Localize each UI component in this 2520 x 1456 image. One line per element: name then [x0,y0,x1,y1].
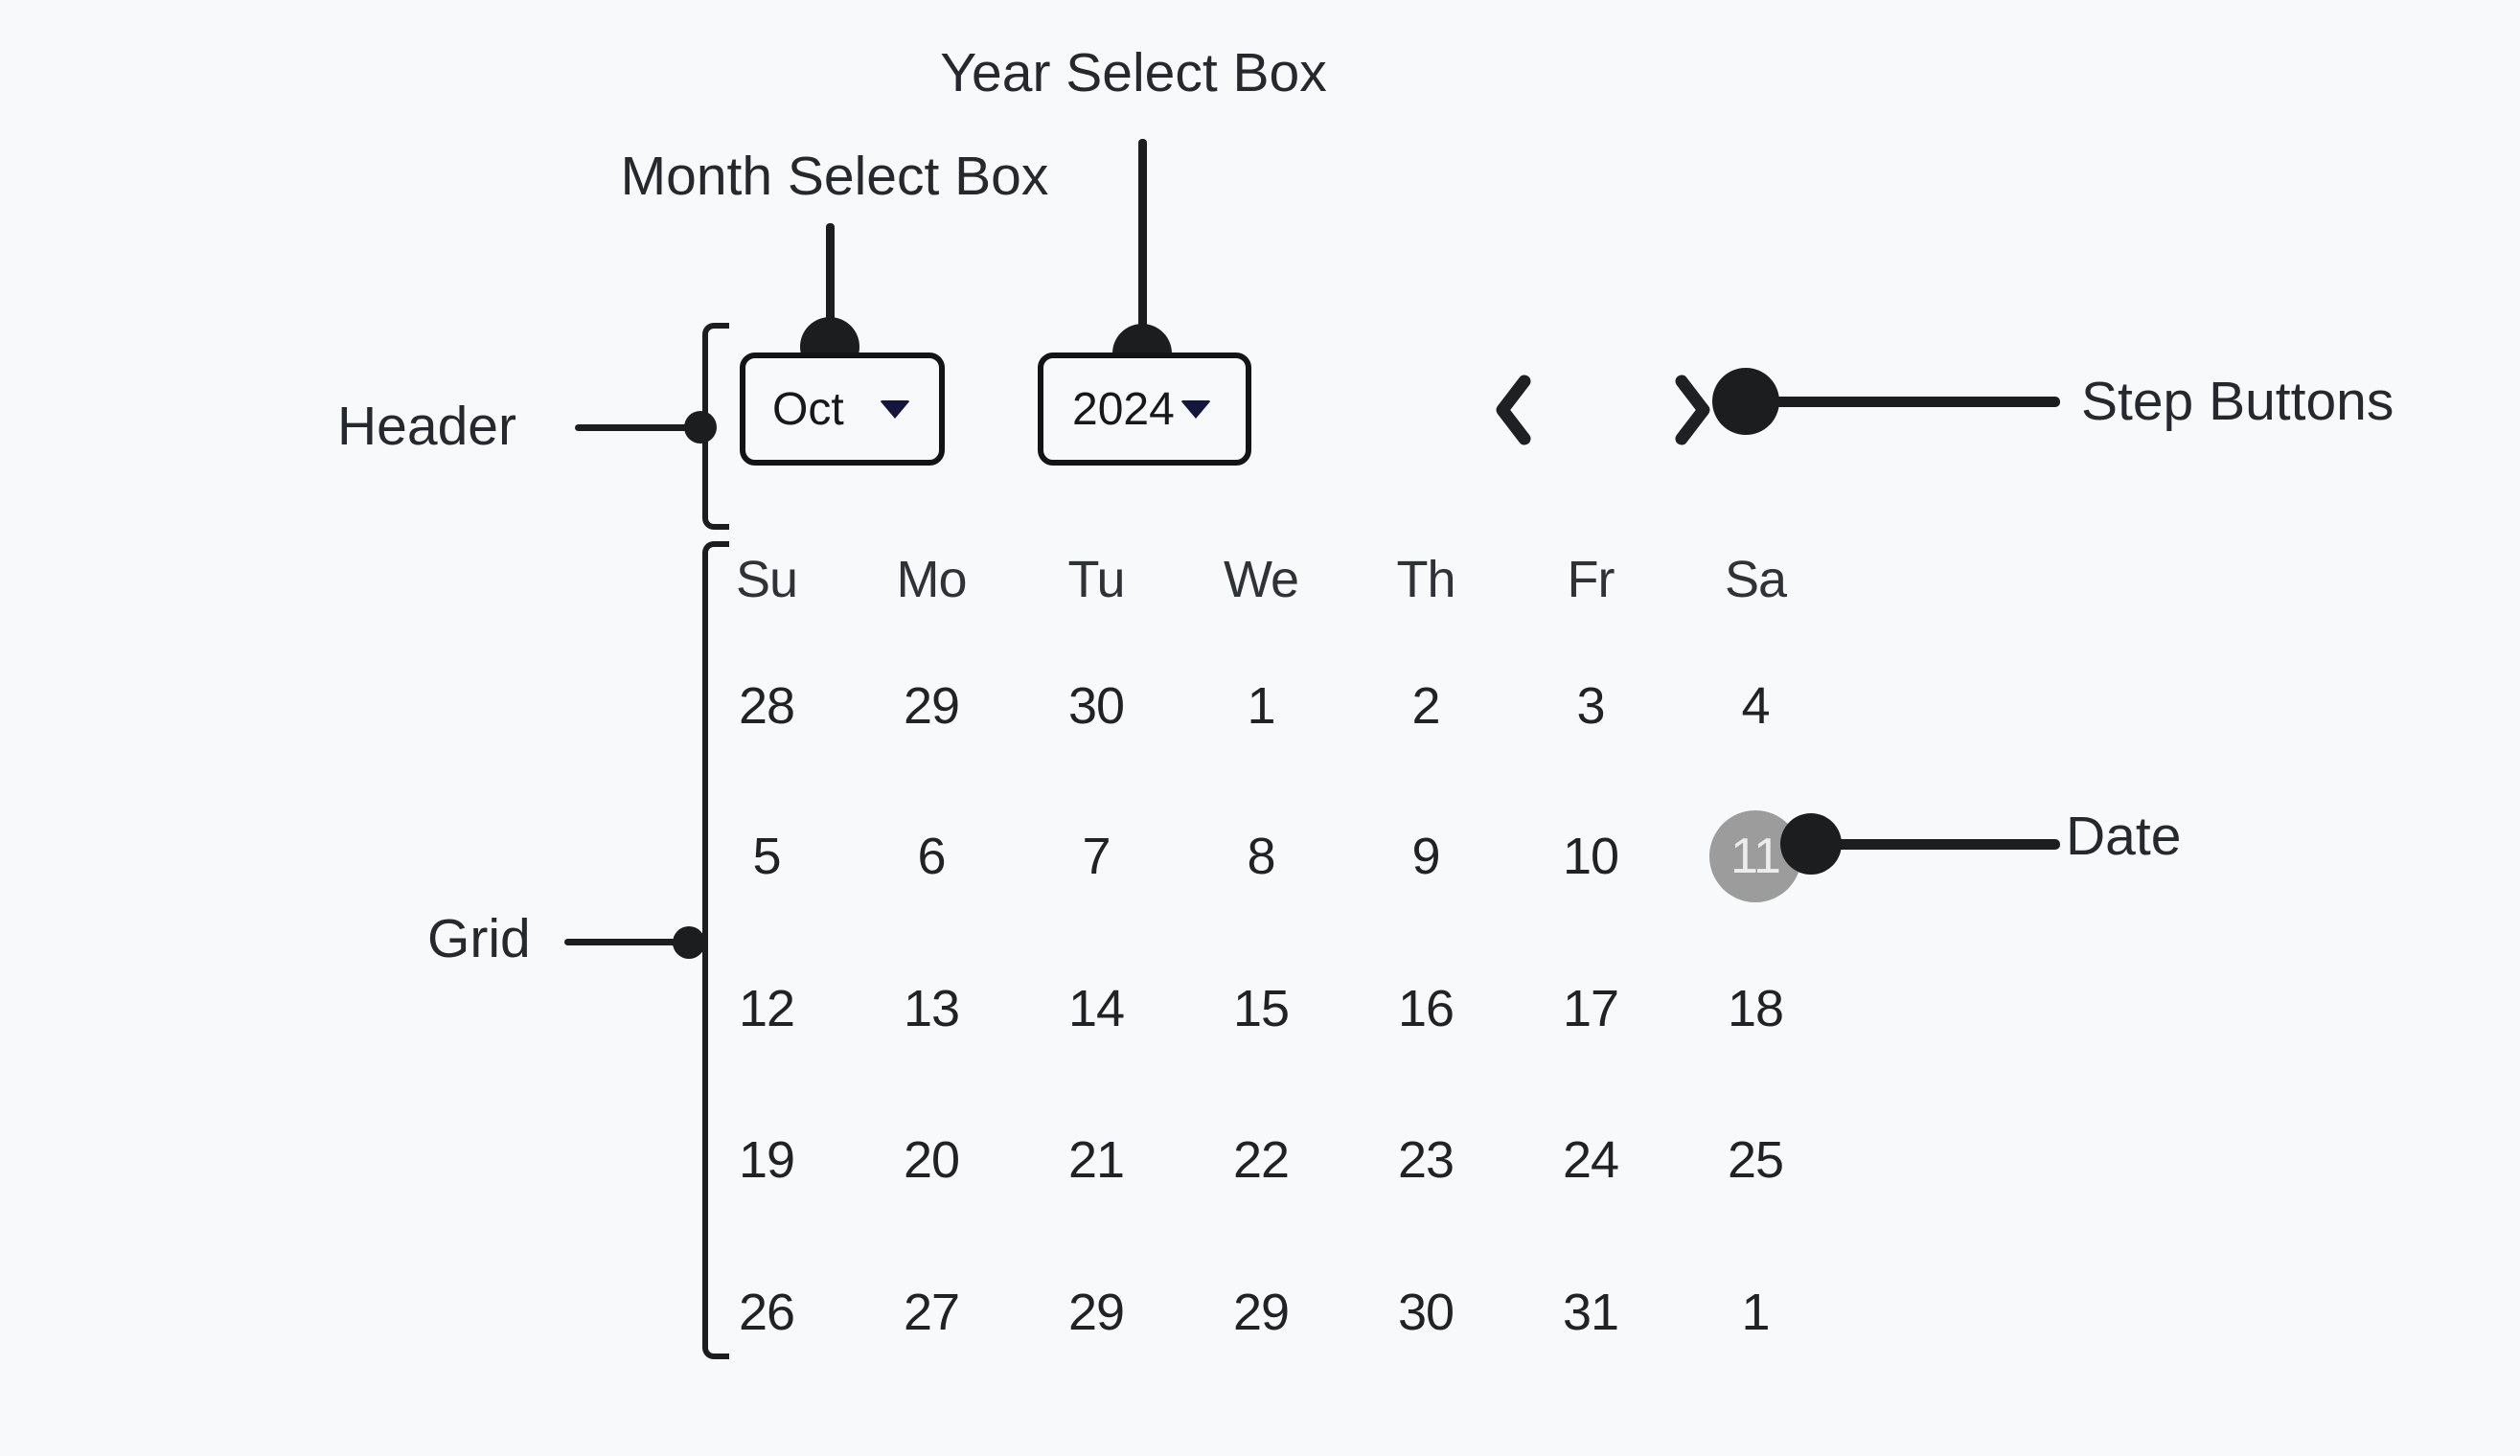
date-cell[interactable]: 14 [1067,980,1125,1037]
day-header-mo: Mo [896,551,967,608]
date-cell[interactable]: 13 [903,980,960,1037]
date-cell[interactable]: 8 [1247,828,1275,885]
month-select-box[interactable]: Oct [740,353,945,466]
date-cell[interactable]: 25 [1727,1131,1784,1189]
date-cell[interactable]: 3 [1576,677,1605,735]
date-cell[interactable]: 1 [1247,677,1275,735]
day-header-fr: Fr [1567,551,1615,608]
header-callout-label: Header [337,396,516,457]
grid-callout-dot [673,926,705,959]
day-header-tu: Tu [1067,551,1125,608]
day-header-su: Su [735,551,798,608]
date-cell[interactable]: 29 [1232,1284,1290,1341]
date-cell[interactable]: 15 [1232,980,1290,1037]
header-callout-dot [684,411,717,444]
date-cell[interactable]: 9 [1411,828,1440,885]
year-select-value: 2024 [1072,383,1175,435]
header-bracket [702,323,729,530]
chevron-right-icon [1667,375,1717,453]
grid-callout-label: Grid [427,908,531,969]
date-cell[interactable]: 6 [917,828,946,885]
prev-month-button[interactable] [1489,370,1539,450]
date-cell[interactable]: 30 [1397,1284,1455,1341]
next-month-button[interactable] [1667,370,1717,450]
date-cell[interactable]: 10 [1562,828,1619,885]
date-cell[interactable]: 26 [738,1284,795,1341]
date-cell[interactable]: 23 [1397,1131,1455,1189]
month-select-caret-icon [880,399,910,419]
date-cell[interactable]: 22 [1232,1131,1290,1189]
day-header-sa: Sa [1724,551,1787,608]
chevron-left-icon [1489,375,1539,453]
date-cell[interactable]: 30 [1067,677,1125,735]
step-buttons-callout-label: Step Buttons [2081,371,2394,432]
header-callout-line [575,424,700,431]
date-cell[interactable]: 19 [738,1131,795,1189]
step-buttons-callout-line [1768,397,2060,407]
month-select-value: Oct [772,383,844,435]
month-callout-line [826,223,835,348]
date-cell[interactable]: 4 [1741,677,1770,735]
date-cell[interactable]: 7 [1082,828,1111,885]
date-cell[interactable]: 31 [1562,1284,1619,1341]
date-cell[interactable]: 17 [1562,980,1619,1037]
date-callout-line [1821,839,2060,850]
date-cell[interactable]: 28 [738,677,795,735]
date-cell[interactable]: 1 [1741,1284,1770,1341]
date-cell[interactable]: 20 [903,1131,960,1189]
date-callout-dot [1780,813,1842,875]
date-cell[interactable]: 24 [1562,1131,1619,1189]
year-callout-line [1138,139,1147,354]
step-buttons-callout-dot [1712,368,1779,435]
date-cell[interactable]: 5 [752,828,781,885]
date-cell[interactable]: 29 [1067,1284,1125,1341]
year-select-callout-label: Year Select Box [940,42,1327,103]
date-cell[interactable]: 29 [903,677,960,735]
grid-bracket [702,541,729,1359]
month-select-callout-label: Month Select Box [620,146,1049,207]
date-callout-label: Date [2066,806,2182,867]
day-header-we: We [1223,551,1299,608]
date-cell[interactable]: 18 [1727,980,1784,1037]
year-select-caret-icon [1180,399,1211,419]
date-cell[interactable]: 12 [738,980,795,1037]
day-header-th: Th [1396,551,1455,608]
date-cell[interactable]: 2 [1411,677,1440,735]
grid-callout-line [564,939,689,945]
date-cell[interactable]: 21 [1067,1131,1125,1189]
year-select-box[interactable]: 2024 [1038,353,1251,466]
date-cell[interactable]: 16 [1397,980,1455,1037]
date-cell[interactable]: 27 [903,1284,960,1341]
